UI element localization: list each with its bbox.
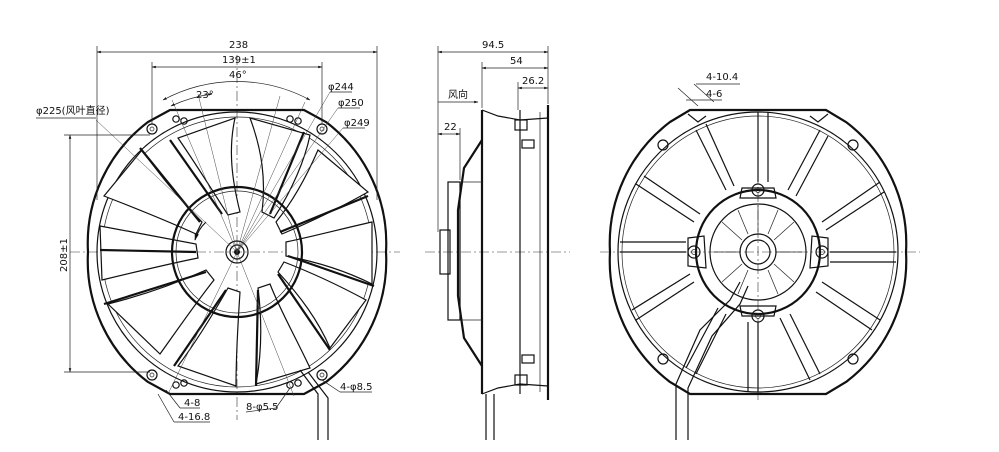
rear-motor bbox=[687, 183, 829, 323]
side-view: 94.5 54 26.2 风向 22 bbox=[425, 40, 570, 440]
rear-cable bbox=[675, 281, 749, 440]
slot-small-label: 4-8 bbox=[184, 398, 200, 409]
depth-22-label: 22 bbox=[444, 122, 457, 133]
height-label: 208±1 bbox=[59, 238, 70, 272]
depth-54-label: 54 bbox=[510, 56, 523, 67]
slot-hole-label: 4-6 bbox=[706, 89, 722, 100]
mount-spacing-label: 139±1 bbox=[222, 55, 256, 66]
overall-width-label: 238 bbox=[229, 40, 248, 51]
front-view: 238 139±1 46° 23° φ225(风叶直径) φ244 φ250 φ… bbox=[36, 40, 400, 440]
front-cable bbox=[299, 369, 329, 440]
outer-angle-label: 46° bbox=[229, 70, 247, 81]
front-hub bbox=[170, 185, 304, 319]
slot-large-label: 4-16.8 bbox=[178, 412, 210, 423]
airflow-label: 风向 bbox=[448, 88, 468, 101]
rear-spokes bbox=[620, 112, 896, 392]
front-dimension-height: 208±1 bbox=[59, 134, 150, 373]
depth-26-label: 26.2 bbox=[522, 76, 544, 87]
front-leaders bbox=[95, 91, 344, 397]
holes-small-label: 8-φ5.5 bbox=[246, 402, 278, 413]
side-cable bbox=[485, 394, 495, 440]
fan-diameter-label: φ225(风叶直径) bbox=[36, 104, 110, 117]
side-dimensions: 94.5 54 26.2 风向 22 bbox=[437, 40, 549, 232]
front-dimensions-top: 238 139±1 46° 23° φ225(风叶直径) φ244 φ250 φ… bbox=[36, 40, 378, 200]
holes-large-label: 4-φ8.5 bbox=[340, 382, 372, 393]
slot-width-label: 4-10.4 bbox=[706, 72, 738, 83]
dia-249-label: φ249 bbox=[344, 118, 370, 129]
side-body bbox=[439, 105, 550, 400]
inner-angle-label: 23° bbox=[196, 90, 214, 101]
rear-dimensions: 4-10.4 4-6 bbox=[677, 72, 740, 107]
front-dimensions-bottom: 4-8 4-16.8 8-φ5.5 4-φ8.5 bbox=[157, 379, 372, 423]
dia-244-label: φ244 bbox=[328, 82, 354, 93]
dia-250-label: φ250 bbox=[338, 98, 364, 109]
rear-view: 4-10.4 4-6 bbox=[600, 72, 920, 440]
overall-depth-label: 94.5 bbox=[482, 40, 504, 51]
